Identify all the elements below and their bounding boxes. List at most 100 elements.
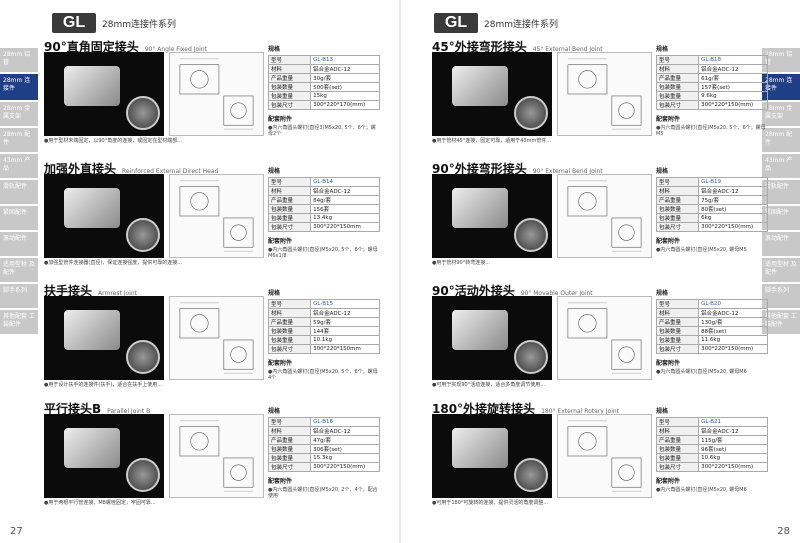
category-tab[interactable]: 滑轨配件 [0, 180, 38, 204]
spec-key: 包装数量 [655, 444, 700, 454]
category-tab[interactable]: 脚手系列 [762, 284, 800, 308]
spec-pack: 96套(set) [698, 444, 768, 454]
spec-key: 包装数量 [655, 204, 700, 214]
product-name-en: Reinforced External Direct Head [122, 168, 219, 175]
accessories-text: ●内六角圆头螺钉(直径)M5x20, 5个、6个；螺母4个 [268, 369, 378, 381]
spec-key: 包装重量 [267, 453, 312, 463]
category-tab[interactable]: 43mm 产品 [0, 154, 38, 178]
category-tab[interactable]: 43mm 产品 [762, 154, 800, 178]
category-tab[interactable]: 28mm 连接件 [0, 74, 38, 100]
spec-weight: 115g/套 [698, 435, 768, 445]
spec-key: 型号 [267, 417, 312, 427]
spec-key: 产品重量 [655, 317, 700, 327]
spec-material: 铝合金ADC-12 [310, 64, 380, 74]
spec-weight: 30g/套 [310, 73, 380, 83]
product-photo [44, 414, 164, 498]
product-name-cn: 90°直角固定接头 [44, 40, 139, 54]
category-tab[interactable]: 28mm 铝管 [0, 48, 38, 72]
category-tab[interactable]: 脚手系列 [0, 284, 38, 308]
spec-key: 产品重量 [267, 435, 312, 445]
spec-key: 包装尺寸 [655, 344, 700, 354]
category-tab[interactable]: 其他配套 工装配件 [762, 310, 800, 334]
spec-size: 300*220*150(mm) [310, 462, 380, 472]
spec-key: 包装数量 [267, 326, 312, 336]
product-name-cn: 90°活动外接头 [432, 284, 515, 298]
technical-drawing [557, 414, 652, 498]
spec-key: 包装数量 [655, 82, 700, 92]
spec-code: GL-B21 [698, 417, 768, 427]
page-number: 27 [10, 526, 23, 537]
detail-inset-image [514, 96, 548, 130]
spec-pack: 156套 [310, 204, 380, 214]
product-description: ●用于两根平行管连接，M8螺栓固定，牢固可靠... [44, 500, 156, 506]
page-divider [399, 0, 401, 543]
category-tab[interactable]: 紧固配件 [0, 206, 38, 230]
spec-material: 铝合金ADC-12 [698, 308, 768, 318]
product-description: ●用于型材末端固定，以90°角度的连接，或固定在型材端部... [44, 138, 182, 144]
spec-gross: 6kg [698, 213, 768, 223]
spec-weight: 61g/套 [698, 73, 768, 83]
technical-drawing [169, 52, 264, 136]
detail-inset-image [514, 340, 548, 374]
spec-key: 材料 [655, 64, 700, 74]
spec-key: 包装重量 [655, 335, 700, 345]
spec-key: 材料 [655, 426, 700, 436]
category-tab[interactable]: 28mm 配件 [0, 128, 38, 152]
product-name-cn: 45°外接弯形接头 [432, 40, 527, 54]
series-title: 28mm连接件系列 [102, 19, 176, 30]
spec-key: 包装重量 [655, 213, 700, 223]
spec-heading: 规格 [268, 46, 281, 53]
spec-code: GL-B13 [310, 55, 380, 65]
category-tab[interactable]: 滑轨配件 [762, 180, 800, 204]
category-tab[interactable]: 28mm 连接件 [762, 74, 800, 100]
spec-key: 型号 [267, 55, 312, 65]
spec-pack: 500套(set) [310, 82, 380, 92]
accessories-heading: 配套附件 [268, 360, 293, 367]
category-tab[interactable]: 28mm 金属支架 [762, 102, 800, 126]
spec-weight: 130g/套 [698, 317, 768, 327]
category-tab[interactable]: 28mm 铝管 [762, 48, 800, 72]
joint-part-image [64, 188, 120, 228]
category-tab[interactable]: 28mm 配件 [762, 128, 800, 152]
category-tab[interactable]: 滚动配件 [762, 232, 800, 256]
category-tab[interactable]: 28mm 金属支架 [0, 102, 38, 126]
spec-key: 产品重量 [655, 195, 700, 205]
product-name-en: 90° Movable Outer Joint [520, 290, 593, 297]
spec-key: 包装重量 [655, 453, 700, 463]
category-tab[interactable]: 适用型材 及配件 [0, 258, 38, 282]
spec-gross: 13.4kg [310, 213, 380, 223]
product-name-en: Armrest Joint [98, 290, 138, 297]
spec-gross: 9.6kg [698, 91, 768, 101]
spec-key: 产品重量 [267, 73, 312, 83]
category-tab[interactable]: 滚动配件 [0, 232, 38, 256]
spec-key: 型号 [267, 177, 312, 187]
detail-inset-image [126, 340, 160, 374]
spec-size: 300*220*150(mm) [698, 222, 768, 232]
detail-inset-image [126, 458, 160, 492]
accessories-text: ●内六角圆头螺钉(直径)M5x20, 螺母M5 [656, 247, 747, 253]
category-tab[interactable]: 适用型材 及配件 [762, 258, 800, 282]
joint-part-image [452, 66, 508, 106]
category-tab[interactable]: 紧固配件 [762, 206, 800, 230]
product-description: ●可用于实现90°活动连接，适合多角度调节使用... [432, 382, 545, 388]
series-title: 28mm连接件系列 [484, 19, 558, 30]
detail-inset-image [126, 218, 160, 252]
category-tab[interactable]: 其他配套 工装配件 [0, 310, 38, 334]
spec-gross: 10.1kg [310, 335, 380, 345]
accessories-text: ●内六角圆头螺钉(直径)M5x20, 5个、6个；螺母M6x1/8 [268, 247, 378, 259]
product-description: ●用于管材90°转弯连接... [432, 260, 490, 266]
accessories-heading: 配套附件 [656, 238, 681, 245]
spec-heading: 规格 [656, 408, 669, 415]
product-photo [432, 414, 552, 498]
